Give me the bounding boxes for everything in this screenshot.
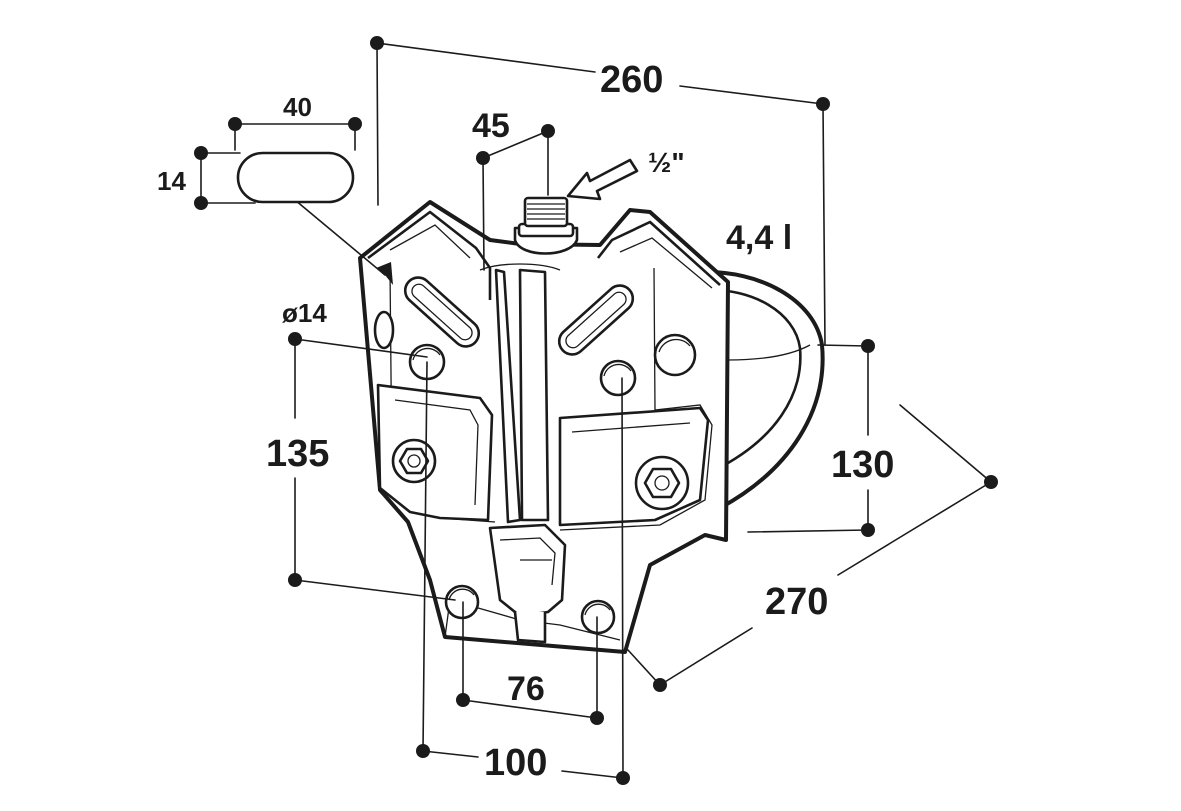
drinker-body xyxy=(358,200,730,654)
label-76: 76 xyxy=(507,670,545,708)
water-inlet-fitting xyxy=(513,196,579,255)
label-135: 135 xyxy=(266,433,329,475)
slot-detail-shape xyxy=(236,151,355,204)
mounting-holes xyxy=(408,333,697,635)
label-thread: ½" xyxy=(648,147,685,178)
label-270: 270 xyxy=(765,581,828,623)
valve-paddle xyxy=(488,523,567,644)
label-130: 130 xyxy=(831,444,894,486)
mounting-slot-right xyxy=(557,284,635,356)
bolt-right xyxy=(634,455,690,511)
bolt-left xyxy=(391,438,437,484)
arrows xyxy=(376,158,639,285)
label-260: 260 xyxy=(600,59,663,101)
label-100: 100 xyxy=(484,742,547,784)
dimension-dots xyxy=(194,36,998,785)
label-14: 14 xyxy=(157,166,186,196)
label-45: 45 xyxy=(472,107,510,145)
mounting-slot-left xyxy=(403,276,481,348)
label-40: 40 xyxy=(283,92,312,122)
label-diameter: ø14 xyxy=(282,298,327,328)
dimension-labels: 260 40 14 45 ½" 4,4 l ø14 135 130 270 76… xyxy=(157,59,894,784)
label-volume: 4,4 l xyxy=(726,219,792,257)
